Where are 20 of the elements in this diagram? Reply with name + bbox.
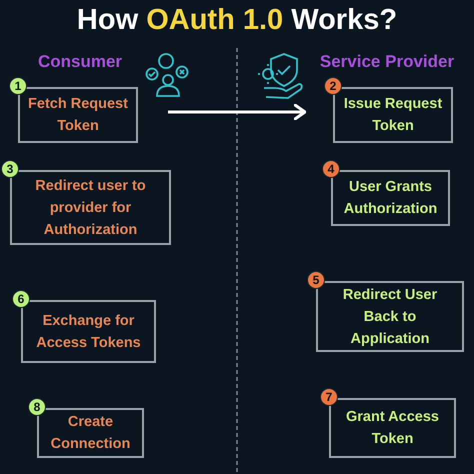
title: How OAuth 1.0 Works?: [76, 4, 398, 37]
step-number: 7: [320, 388, 338, 406]
step-text: Grant Access Token: [345, 408, 440, 449]
step-text: Fetch Request Token: [27, 95, 129, 136]
step-text: Exchange for Access Tokens: [35, 312, 142, 352]
step-text: Create Connection: [50, 413, 132, 454]
step-text: Redirect User Back to Application: [342, 286, 438, 348]
step-number: 5: [307, 271, 325, 289]
step-text: Issue Request Token: [342, 95, 444, 136]
step-number: 3: [1, 160, 19, 178]
step-number: 6: [12, 290, 30, 308]
step-number: 4: [322, 160, 340, 178]
step-text: User Grants Authorization: [342, 178, 438, 219]
arrow: [168, 104, 306, 120]
step-number: 2: [324, 77, 342, 95]
step-number: 1: [9, 77, 27, 95]
step-text: Redirect user to provider for Authorization: [34, 176, 147, 240]
column-heading: Service Provider: [318, 52, 456, 72]
step-number: 8: [28, 398, 46, 416]
column-heading: Consumer: [36, 52, 124, 72]
